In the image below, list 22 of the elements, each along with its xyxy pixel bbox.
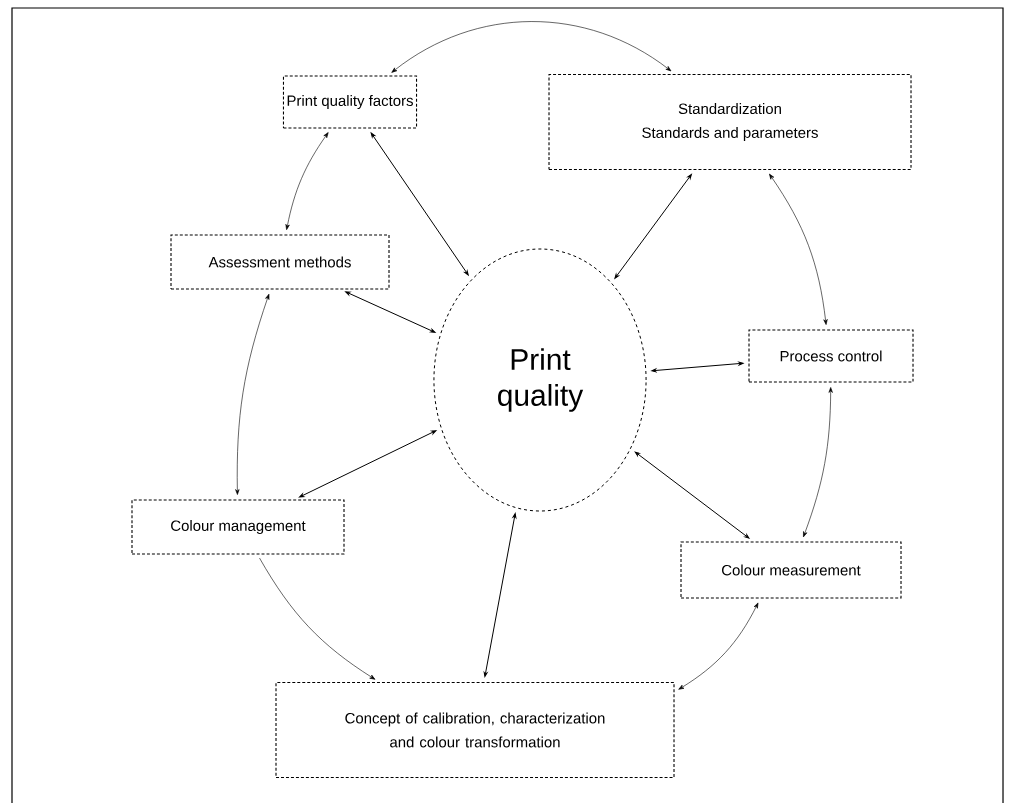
dashed-box: Standardization Standards and parameters [548,73,912,171]
dashed-box: Assessment methods [170,234,390,290]
arrow [803,387,833,538]
dashed-box: Concept of calibration, characterization and colour transformation [275,681,675,779]
arrow [614,173,692,279]
arrow [345,291,436,333]
arrow [285,132,329,230]
dashed-box: Colour measurement [680,541,902,599]
arrow [483,513,517,678]
arrow [259,557,376,680]
dashed-box: Print quality factors [282,75,418,129]
arrow [235,293,270,495]
arrow [678,602,759,690]
arrow [370,132,469,276]
arrow [769,173,828,325]
arrow [299,430,437,498]
dashed-box: Process control [748,329,914,383]
arrow [391,21,672,73]
arrow [634,451,750,539]
arrow [651,361,744,373]
circle-node: Print quality [433,248,647,512]
dashed-box: Colour management [131,499,345,555]
